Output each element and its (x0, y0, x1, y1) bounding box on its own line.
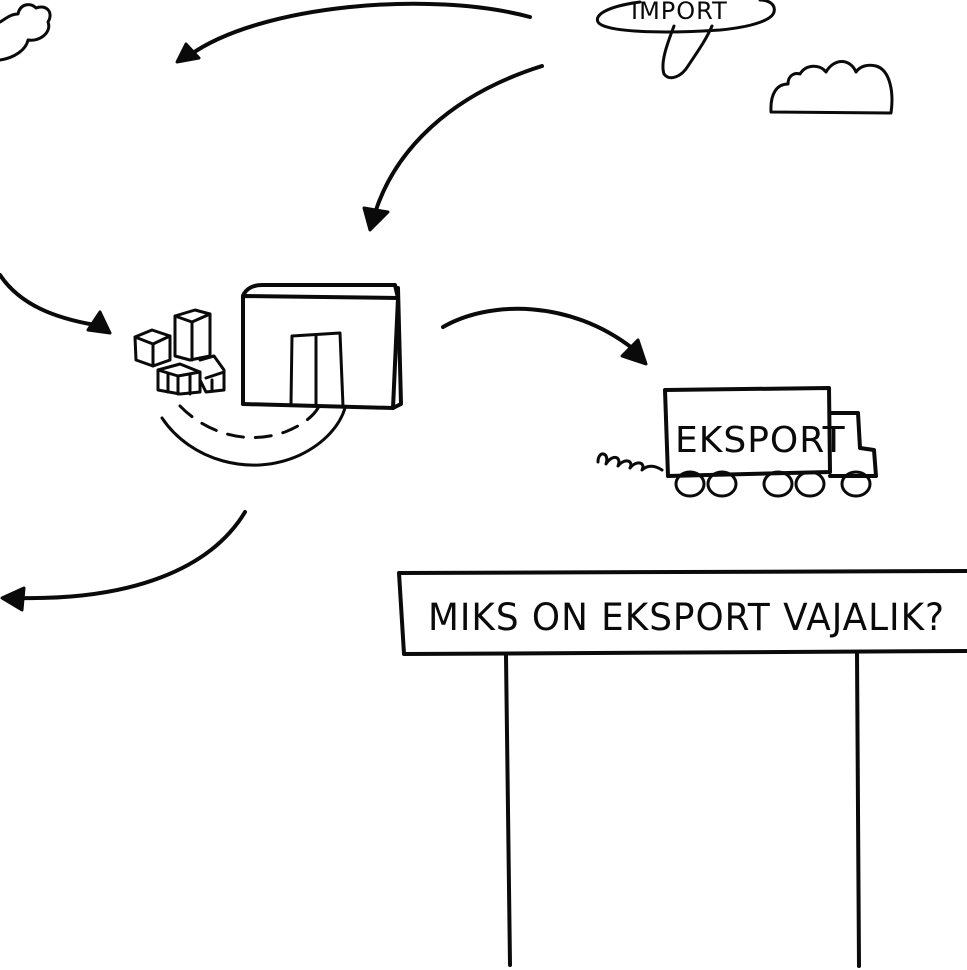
arrow-import-to-warehouse (364, 66, 542, 230)
cloud-icon-top-right (771, 62, 892, 114)
arrow-in-to-boxes (0, 275, 110, 333)
signboard-title: MIKS ON EKSPORT VAJALIK? (428, 596, 945, 639)
warehouse-icon (243, 285, 401, 408)
eksport-label: EKSPORT (675, 420, 846, 461)
truck-icon: EKSPORT (598, 388, 876, 496)
arrow-out-left (2, 512, 245, 610)
airplane-icon: IMPORT (597, 0, 774, 78)
cloud-icon-top-left (0, 5, 50, 60)
import-label: IMPORT (631, 0, 728, 25)
signboard: MIKS ON EKSPORT VAJALIK? (399, 571, 967, 966)
road-icon (162, 404, 345, 465)
arrow-warehouse-to-truck (443, 309, 646, 364)
boxes-icon (135, 310, 224, 394)
arrow-import-to-left (177, 4, 530, 62)
